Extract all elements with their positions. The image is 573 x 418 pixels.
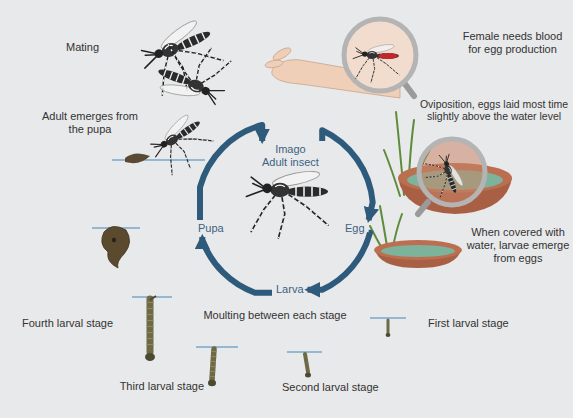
stage-label: Pupa xyxy=(194,220,228,237)
stage-name: Adult insect xyxy=(262,156,319,169)
stage-label: Egg xyxy=(341,220,369,237)
stage-name: Egg xyxy=(345,222,365,235)
cycle-arrow xyxy=(200,125,262,220)
stage-label: Larva xyxy=(272,281,308,298)
caption-text: Third larval stage xyxy=(100,380,204,393)
caption-text: First larval stage xyxy=(428,317,538,330)
cycle-arrow xyxy=(322,130,373,220)
stage-name: Larva xyxy=(276,283,304,296)
stage-name: Pupa xyxy=(198,222,224,235)
caption-text: Second larval stage xyxy=(282,381,402,394)
stage-label: ImagoAdult insect xyxy=(258,141,323,171)
caption-text: Moulting between each stage xyxy=(200,309,350,322)
caption-text: When covered with water, larvae emerge f… xyxy=(466,226,570,265)
caption-text: Fourth larval stage xyxy=(22,317,132,330)
caption-text: Mating xyxy=(66,41,126,54)
stage-name: Imago xyxy=(262,143,319,156)
cycle-arrow xyxy=(308,233,371,290)
caption-text: Adult emerges from the pupa xyxy=(40,110,140,136)
caption-text: Oviposition, eggs laid most time slightl… xyxy=(418,98,570,122)
cycle-arrow xyxy=(202,237,272,293)
caption-text: Female needs blood for egg production xyxy=(455,30,570,56)
